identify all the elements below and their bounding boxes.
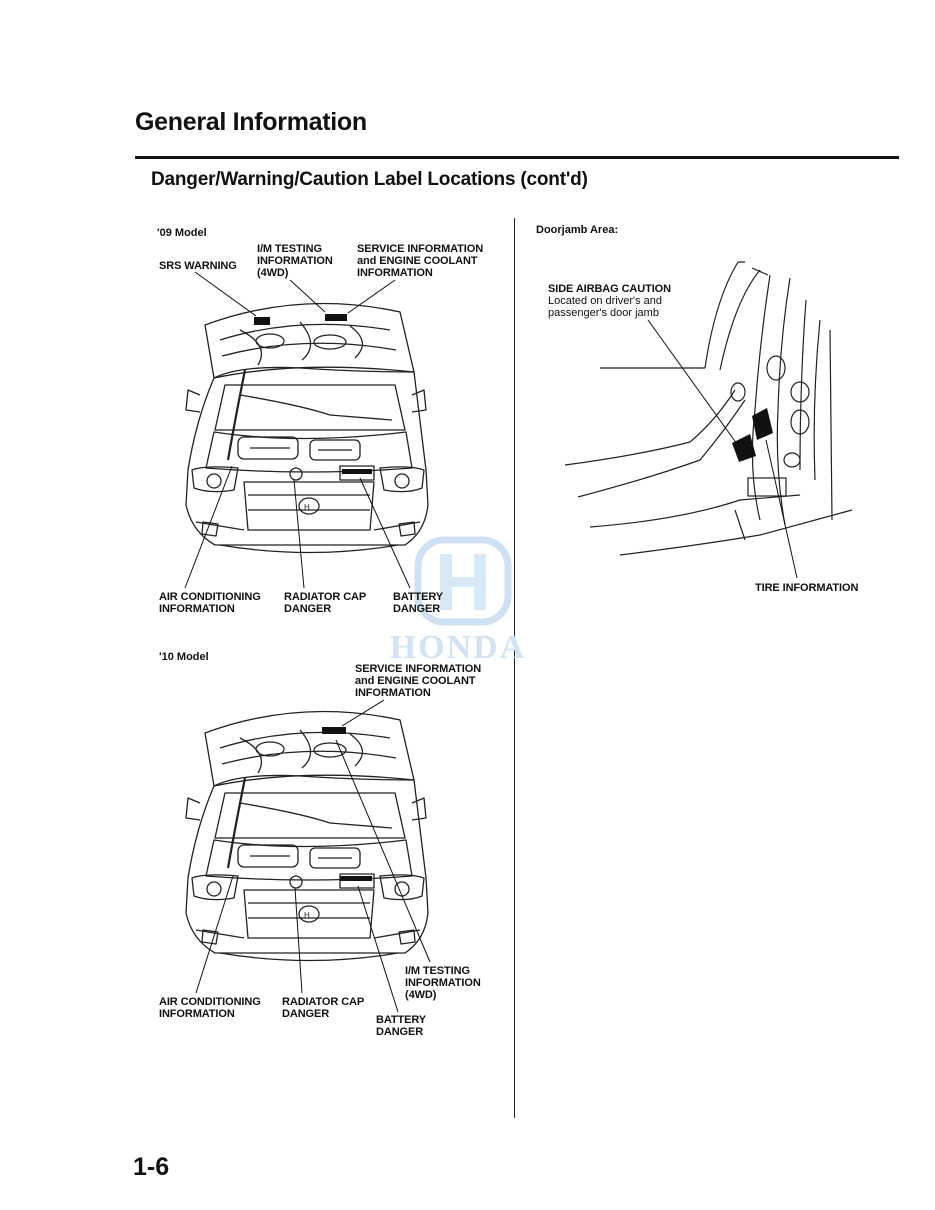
tire-info-label-block [752,408,773,440]
model09-srs-warning-label: SRS WARNING [159,260,237,272]
model09-srs-label-block [254,317,270,325]
model10-battery-label-block [340,876,372,881]
side-airbag-label-block [732,434,756,462]
model09-radiator-cap-label: RADIATOR CAP DANGER [284,591,367,615]
model10-vehicle-illustration [184,710,430,962]
section-title: Danger/Warning/Caution Label Locations (… [151,169,588,190]
page-title: General Information [135,108,367,136]
model09-air-conditioning-label: AIR CONDITIONING INFORMATION [159,591,261,615]
model10-im-testing-label: I/M TESTING INFORMATION (4WD) [405,965,481,1001]
doorjamb-leader-lines [647,319,798,579]
model09-leader-lines [184,271,411,589]
doorjamb-illustration [564,261,853,556]
side-airbag-caution-label: SIDE AIRBAG CAUTION [548,283,671,295]
model09-im-label-block [325,314,347,321]
doorjamb-heading: Doorjamb Area: [536,224,619,236]
watermark-text: HONDA [390,629,527,666]
model09-battery-label: BATTERY DANGER [393,591,444,615]
model09-service-info-label: SERVICE INFORMATION and ENGINE COOLANT I… [357,243,484,279]
title-rule [135,156,899,159]
side-airbag-caution-note: Located on driver's and passenger's door… [548,295,663,319]
model09-vehicle-illustration [184,302,430,554]
page-number: 1-6 [133,1153,170,1181]
model10-service-label-block [322,727,346,734]
model10-leader-lines [195,699,431,1013]
model09-battery-label-block [342,469,372,474]
column-divider [514,218,515,1118]
model09-heading: '09 Model [157,227,207,239]
model10-air-conditioning-label: AIR CONDITIONING INFORMATION [159,996,261,1020]
model09-im-testing-label: I/M TESTING INFORMATION (4WD) [257,243,333,279]
model10-heading: '10 Model [159,651,209,663]
tire-information-label: TIRE INFORMATION [755,582,859,594]
model10-service-info-label: SERVICE INFORMATION and ENGINE COOLANT I… [355,663,482,699]
model10-radiator-cap-label: RADIATOR CAP DANGER [282,996,365,1020]
model10-battery-label: BATTERY DANGER [376,1014,427,1038]
honda-watermark: HONDA [358,530,558,670]
